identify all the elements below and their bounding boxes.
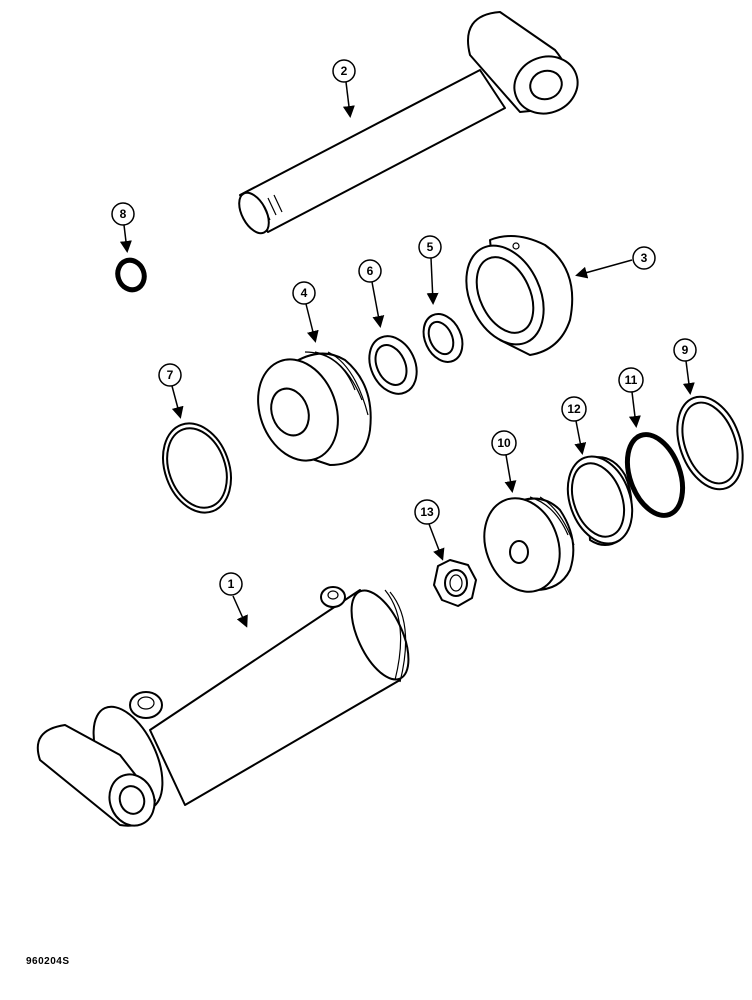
callout-5: 5 [418,235,442,305]
callout-12-label: 12 [567,402,581,416]
o-ring-part [624,432,686,518]
large-ring-part [162,422,232,514]
callout-2: 2 [332,59,356,118]
callout-2-label: 2 [341,64,348,78]
piston-seal-part [566,455,634,546]
callout-10: 10 [491,430,517,493]
callout-1-label: 1 [228,577,235,591]
piston-end-part [483,496,575,593]
gland-part [465,235,574,356]
backup-ring-part [368,335,418,395]
hex-nut-part [433,559,477,607]
callout-4: 4 [292,281,319,343]
callout-9: 9 [673,338,697,395]
callout-6-label: 6 [367,264,374,278]
callout-9-label: 9 [682,343,689,357]
callout-1: 1 [219,572,248,628]
wear-ring-part [422,313,464,363]
callout-11: 11 [618,367,644,428]
callout-13-label: 13 [420,505,434,519]
piston-part [257,351,372,466]
callout-12: 12 [561,396,587,455]
callout-7-label: 7 [167,368,174,382]
callout-6: 6 [358,259,385,328]
callout-3: 3 [575,246,656,279]
callout-5-label: 5 [427,240,434,254]
callout-3-label: 3 [641,251,648,265]
callout-8: 8 [111,202,135,253]
callout-10-label: 10 [497,436,511,450]
figure-code: 960204S [26,956,70,967]
callout-13: 13 [414,499,445,561]
callout-7: 7 [158,363,184,419]
small-ring-part [115,257,147,293]
callout-4-label: 4 [301,286,308,300]
callout-11-label: 11 [625,373,638,387]
barrel-part [36,586,410,827]
seal-ring-part [676,395,744,491]
callout-8-label: 8 [120,207,127,221]
piston-rod-part [238,11,579,235]
